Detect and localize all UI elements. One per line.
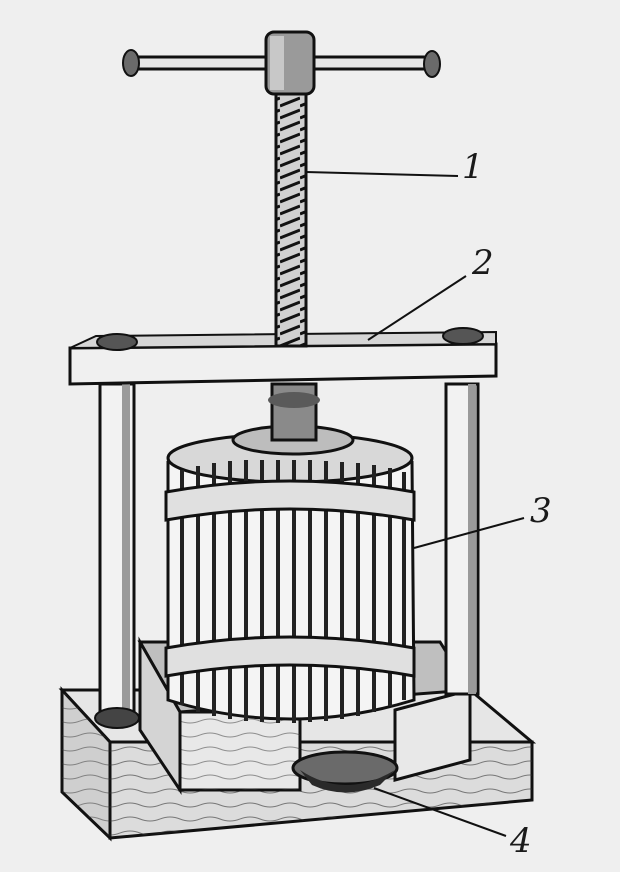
spout [291, 750, 399, 793]
press-screw [274, 88, 308, 348]
press-plate [231, 382, 355, 456]
leader-line-3 [413, 517, 525, 549]
label-2: 2 [472, 243, 494, 283]
leader-line-2 [367, 275, 467, 341]
slatted-basket [164, 432, 416, 723]
leader-line-4 [373, 787, 507, 837]
label-3: 3 [530, 491, 552, 531]
t-handle [122, 30, 441, 96]
left-post [94, 382, 140, 729]
crossbeam [68, 327, 498, 386]
label-1: 1 [462, 147, 484, 187]
leader-lines [305, 171, 525, 837]
label-4: 4 [510, 821, 532, 861]
right-post [444, 382, 480, 696]
leader-line-1 [305, 171, 459, 177]
